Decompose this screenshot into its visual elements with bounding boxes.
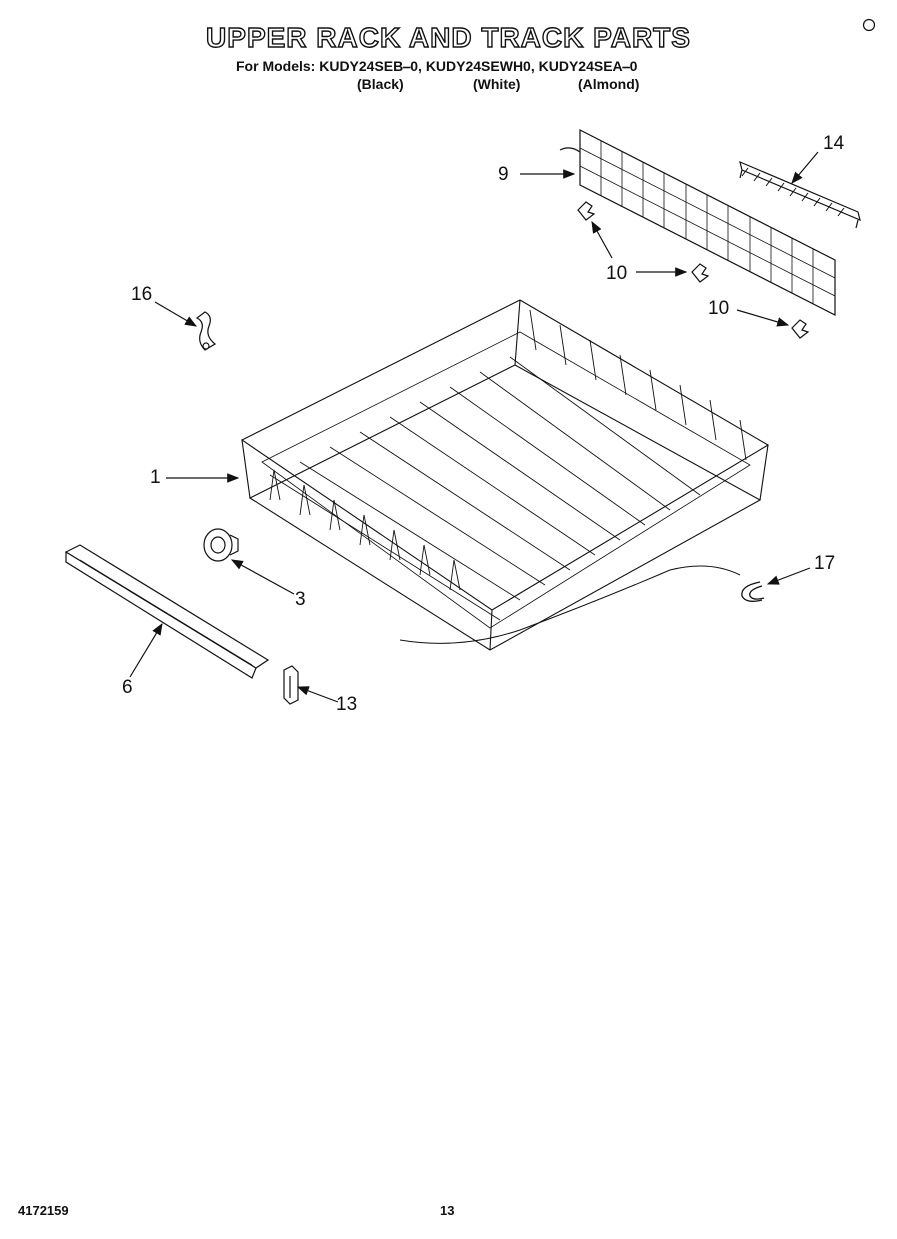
models-line: For Models: KUDY24SEB⎯0, KUDY24SEWH0, KU…: [236, 58, 638, 74]
callout-14: 14: [823, 133, 845, 154]
part-17-clip: [741, 581, 765, 602]
color-black: (Black): [357, 76, 404, 92]
part-13-stop: [283, 665, 299, 705]
part-1-upper-rack: [240, 299, 770, 651]
callout-13: 13: [336, 694, 358, 715]
callout-16: 16: [131, 284, 153, 305]
callout-6: 6: [122, 677, 133, 698]
callout-9: 9: [498, 164, 509, 185]
part-10-clip-c: [791, 319, 810, 339]
part-9-rack-panel: [559, 129, 836, 316]
part-10-clip-b: [691, 263, 710, 283]
footer-page-number: 13: [440, 1203, 455, 1218]
footer-part-number: 4172159: [18, 1203, 69, 1218]
color-white: (White): [473, 76, 521, 92]
callout-1: 1: [150, 467, 161, 488]
callout-3: 3: [295, 589, 306, 610]
callout-10-upper: 10: [606, 263, 628, 284]
color-almond: (Almond): [578, 76, 640, 92]
part-10-clip-a: [577, 201, 596, 221]
part-6-track: [64, 544, 270, 679]
callout-17: 17: [814, 553, 836, 574]
callout-10-lower: 10: [708, 298, 730, 319]
corner-mark-icon: [862, 18, 876, 32]
part-3-wheel: [203, 528, 239, 562]
part-16-bracket: [195, 311, 217, 351]
page-title: UPPER RACK AND TRACK PARTS: [205, 21, 691, 53]
part-14-tine-bar: [739, 160, 861, 229]
leader-lines: [129, 151, 819, 703]
